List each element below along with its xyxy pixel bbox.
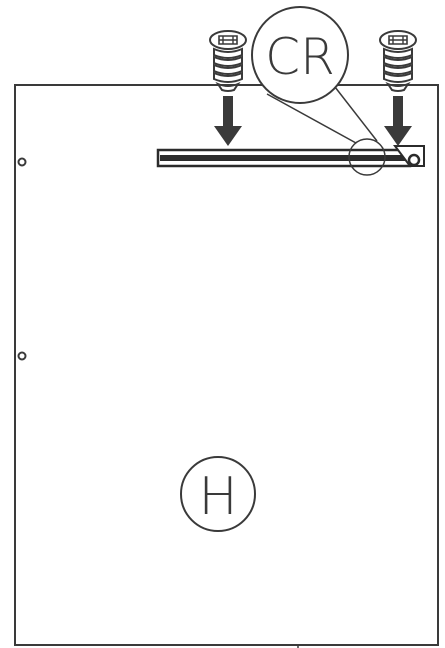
screw-icon xyxy=(209,30,247,92)
panel-label: H xyxy=(198,467,237,527)
callout-leader-1 xyxy=(266,93,357,144)
hole-marker-lower xyxy=(17,351,27,361)
callout-label: CR xyxy=(265,28,335,86)
panel-outline xyxy=(14,84,439,646)
drawer-rail xyxy=(156,145,425,168)
panel-label-circle xyxy=(180,456,256,532)
screw-icon xyxy=(379,30,417,92)
rail-detail-circle xyxy=(348,138,386,176)
callout-leader-2 xyxy=(334,86,378,142)
callout-circle xyxy=(251,6,349,104)
hole-marker-upper xyxy=(17,157,27,167)
